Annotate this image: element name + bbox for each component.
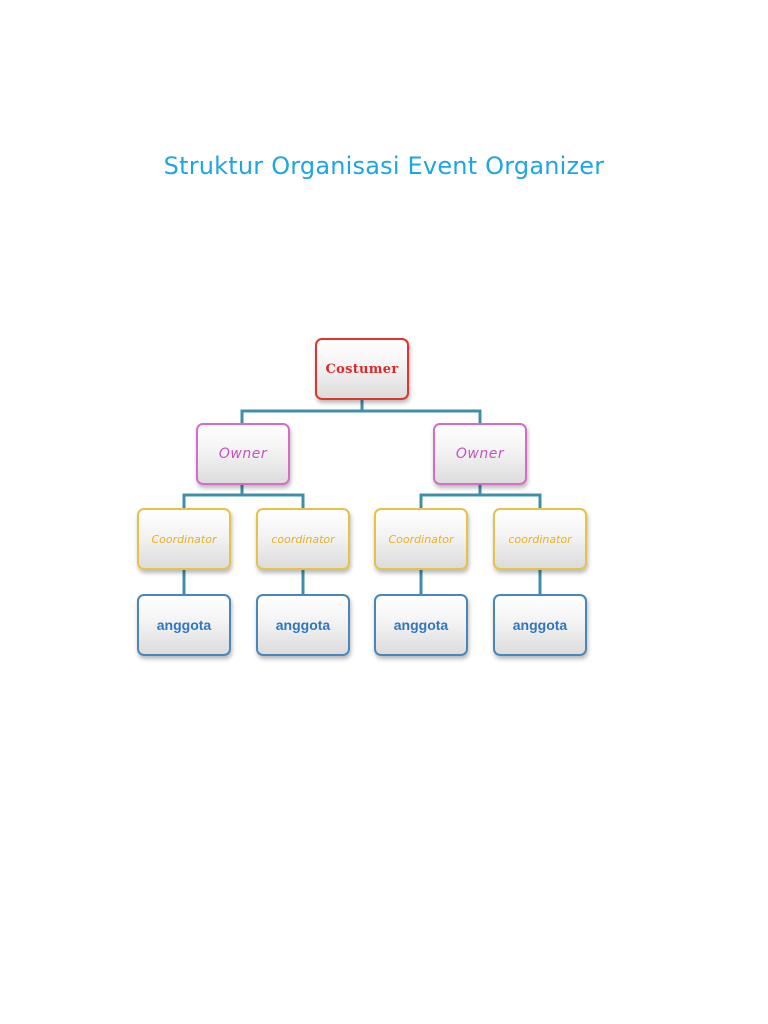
node-anggota-2-label: anggota xyxy=(275,617,331,633)
node-owner-2-label: Owner xyxy=(455,446,505,462)
node-coordinator-4: coordinator xyxy=(493,508,587,570)
node-costumer: Costumer xyxy=(315,338,409,400)
node-coordinator-1-label: Coordinator xyxy=(151,532,217,546)
node-anggota-3: anggota xyxy=(374,594,468,656)
node-coordinator-3: Coordinator xyxy=(374,508,468,570)
node-anggota-1: anggota xyxy=(137,594,231,656)
node-owner-2: Owner xyxy=(433,423,527,485)
node-owner-1-label: Owner xyxy=(218,446,268,462)
node-coordinator-3-label: Coordinator xyxy=(388,532,454,546)
node-coordinator-2: coordinator xyxy=(256,508,350,570)
page-title: Struktur Organisasi Event Organizer xyxy=(163,152,605,180)
node-anggota-3-label: anggota xyxy=(393,617,449,633)
node-coordinator-4-label: coordinator xyxy=(508,532,572,546)
node-coordinator-1: Coordinator xyxy=(137,508,231,570)
node-owner-1: Owner xyxy=(196,423,290,485)
node-costumer-label: Costumer xyxy=(325,361,399,377)
node-anggota-4: anggota xyxy=(493,594,587,656)
node-anggota-2: anggota xyxy=(256,594,350,656)
node-anggota-1-label: anggota xyxy=(156,617,212,633)
node-coordinator-2-label: coordinator xyxy=(271,532,335,546)
node-anggota-4-label: anggota xyxy=(512,617,568,633)
